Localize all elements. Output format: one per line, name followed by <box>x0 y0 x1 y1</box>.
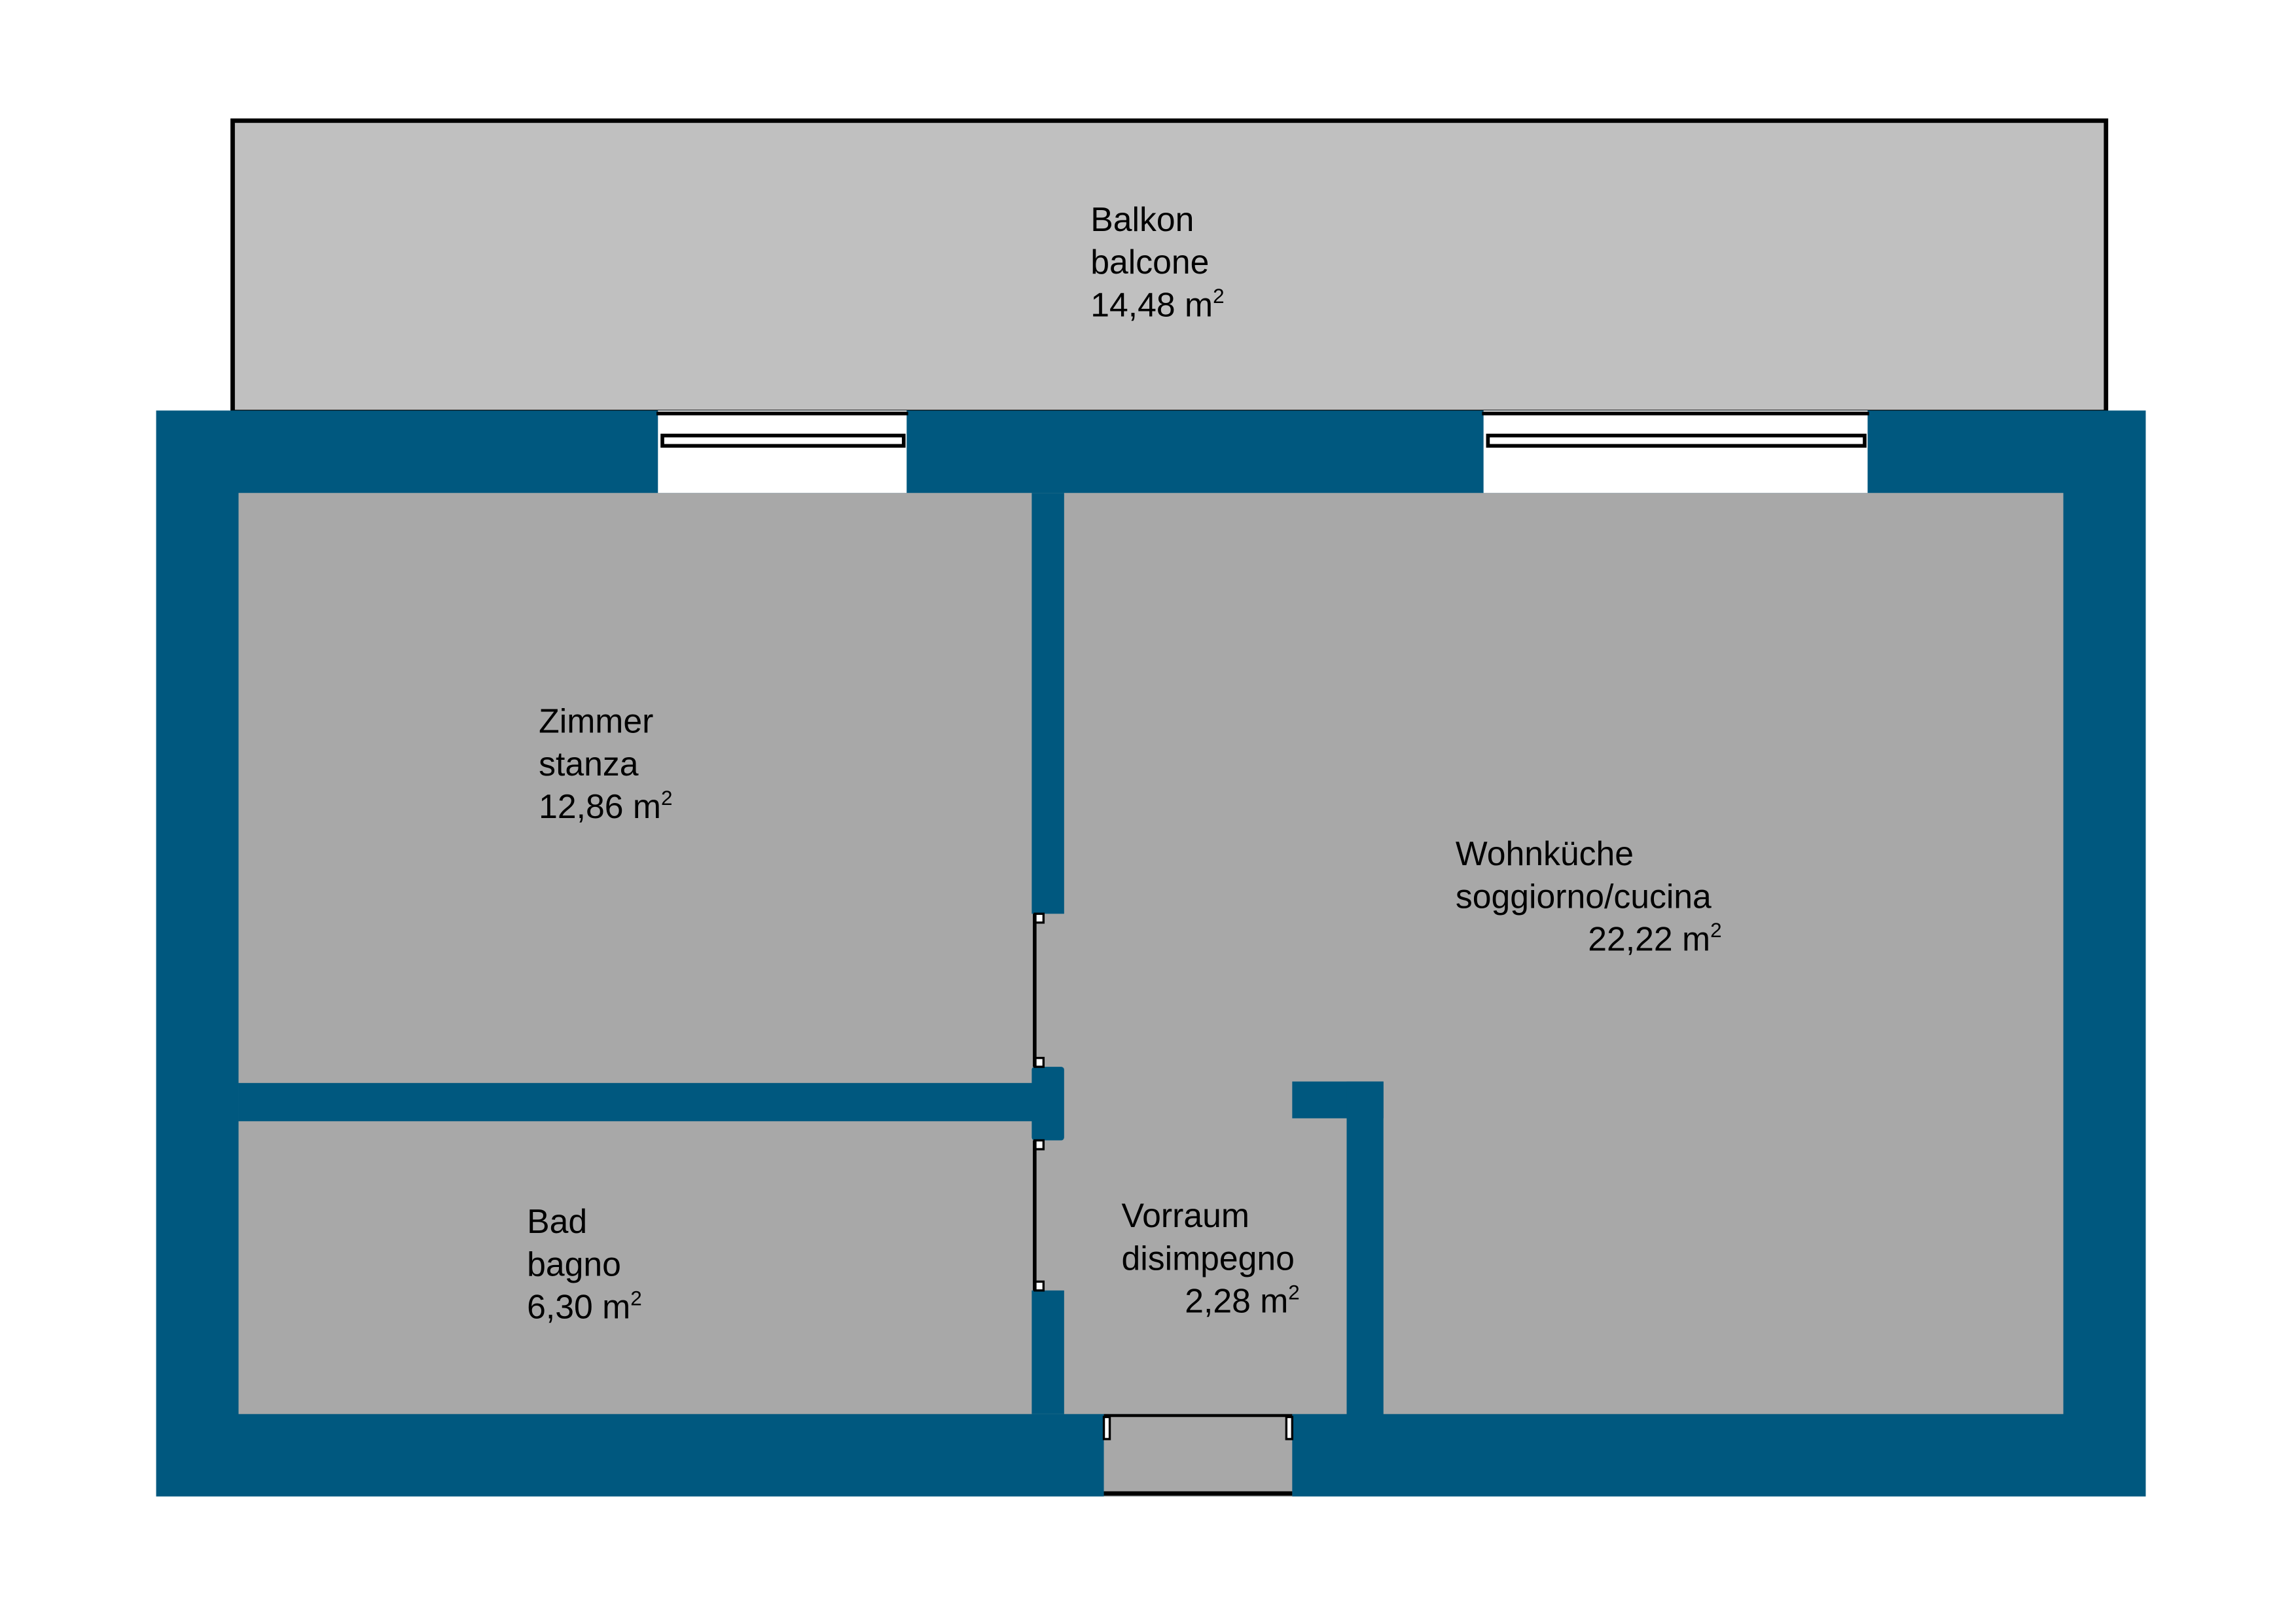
door-zimmer[interactable] <box>1033 912 1045 1068</box>
room-label-zimmer: Zimmer stanza 12,86 m2 <box>539 702 672 825</box>
door-bad[interactable] <box>1033 1139 1045 1292</box>
entrance-door[interactable] <box>1102 1414 1294 1497</box>
wall-l-vertical <box>1346 1081 1384 1420</box>
room-label-wohnkueche: Wohnküche soggiorno/cucina 22,22 m2 <box>1456 834 1722 957</box>
balcony-area <box>230 118 2109 414</box>
interior-floor <box>238 493 2064 1414</box>
wall-stub <box>1031 1067 1064 1141</box>
room-label-balkon: Balkon balcone 14,48 m2 <box>1090 200 1224 323</box>
wall-bad-vorraum <box>1031 1290 1064 1414</box>
room-label-vorraum: Vorraum disimpegno 2,28 m2 <box>1122 1196 1304 1319</box>
wall-zimmer-bad <box>238 1082 1041 1122</box>
room-label-bad: Bad bagno 6,30 m2 <box>527 1202 642 1325</box>
window-wohnkueche <box>1482 410 1869 493</box>
wall-zimmer-wohnkueche <box>1031 493 1064 914</box>
window-zimmer <box>656 410 908 493</box>
